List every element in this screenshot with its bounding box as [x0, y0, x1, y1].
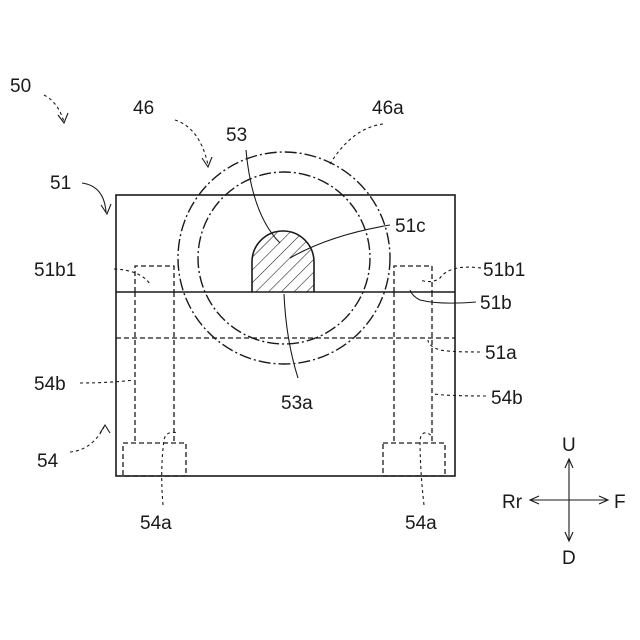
- leader-54b-left: [80, 380, 134, 383]
- leader-46a: [330, 124, 383, 164]
- leader-53a: [284, 294, 298, 378]
- direction-front-label: F: [614, 492, 626, 513]
- leader-53: [246, 150, 280, 243]
- leader-51b1-left: [114, 269, 150, 284]
- label-46a: 46a: [372, 98, 404, 119]
- label-51a: 51a: [485, 343, 517, 364]
- label-53: 53: [226, 125, 247, 146]
- label-51b1-right: 51b1: [483, 260, 525, 281]
- label-51b1-left: 51b1: [34, 260, 76, 281]
- label-54b-right: 54b: [491, 388, 523, 409]
- direction-down-label: D: [562, 548, 576, 569]
- label-54a-right: 54a: [405, 513, 437, 534]
- leader-54: [70, 427, 104, 452]
- leader-51b1-right: [420, 267, 481, 281]
- direction-indicator: [530, 459, 608, 541]
- label-51: 51: [50, 173, 71, 194]
- label-53a: 53a: [281, 393, 313, 414]
- label-46: 46: [133, 98, 154, 119]
- direction-rear-label: Rr: [502, 492, 523, 513]
- leader-50: [44, 95, 64, 122]
- label-54b-left: 54b: [34, 374, 66, 395]
- leader-54b-right: [433, 394, 486, 396]
- leader-46: [175, 120, 208, 165]
- lever-53: [250, 228, 316, 294]
- label-50: 50: [10, 76, 31, 97]
- leader-51a: [428, 340, 480, 352]
- label-51b: 51b: [480, 293, 512, 314]
- right-post-hidden: [383, 266, 445, 476]
- left-post-hidden: [123, 266, 186, 476]
- label-54: 54: [37, 451, 59, 472]
- direction-up-label: U: [562, 435, 576, 456]
- label-54a-left: 54a: [140, 513, 172, 534]
- label-51c: 51c: [395, 216, 426, 237]
